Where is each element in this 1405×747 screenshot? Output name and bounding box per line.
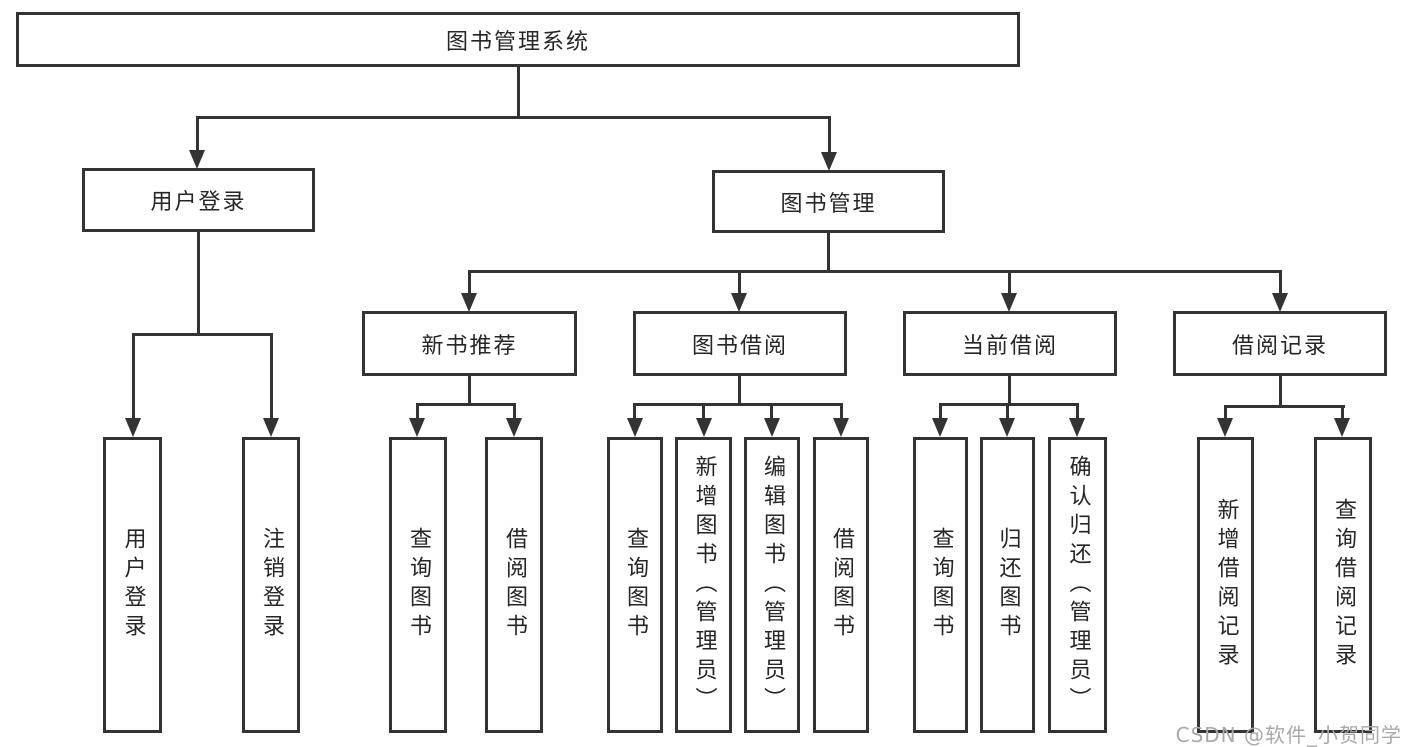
arrow-down-icon [189, 150, 205, 169]
arrow-down-icon [263, 418, 279, 437]
arrow-down-icon [821, 152, 837, 171]
connector-line [633, 403, 843, 406]
connector-line [770, 403, 773, 421]
leaf-query-books-current: 查询图书 [913, 437, 968, 733]
connector-line [416, 403, 516, 406]
leaf-label: 查询图书 [623, 527, 648, 643]
connector-line [738, 376, 741, 406]
connector-line [468, 270, 471, 296]
arrow-down-icon [764, 418, 780, 437]
connector-line [1224, 405, 1345, 408]
connector-line [828, 116, 831, 153]
csdn-watermark: CSDN @软件_小贺同学 [1175, 723, 1402, 747]
leaf-label: 借阅图书 [829, 527, 854, 643]
node-user-login: 用户登录 [82, 168, 315, 232]
connector-line [1008, 270, 1011, 296]
connector-line [1279, 270, 1282, 296]
connector-line [1279, 376, 1282, 408]
arrow-down-icon [932, 418, 948, 437]
connector-line [132, 333, 135, 421]
arrow-down-icon [1272, 293, 1288, 312]
leaf-user-login: 用户登录 [103, 437, 162, 733]
leaf-add-books-admin: 新增图书（管理员） [675, 437, 732, 733]
leaf-confirm-return-admin: 确认归还（管理员） [1048, 437, 1107, 733]
leaf-label: 确认归还（管理员） [1065, 454, 1091, 716]
connector-line [1224, 405, 1227, 421]
leaf-query-books-recommend: 查询图书 [389, 437, 447, 733]
arrow-down-icon [125, 418, 141, 437]
connector-line [633, 403, 636, 421]
node-current-borrow: 当前借阅 [903, 311, 1117, 376]
connector-line [840, 403, 843, 421]
connector-line [939, 403, 1079, 406]
connector-line [1006, 403, 1009, 421]
leaf-borrow-books: 借阅图书 [813, 437, 869, 733]
connector-line [827, 233, 830, 273]
node-root: 图书管理系统 [16, 12, 1020, 67]
connector-line [196, 116, 831, 119]
leaf-label: 用户登录 [120, 527, 146, 643]
connector-line [469, 270, 1282, 273]
connector-line [517, 67, 520, 119]
connector-line [197, 232, 200, 336]
connector-line [132, 333, 273, 336]
arrow-down-icon [833, 418, 849, 437]
connector-line [1076, 403, 1079, 421]
arrow-down-icon [696, 418, 712, 437]
arrow-down-icon [731, 293, 747, 312]
node-book-management-label: 图书管理 [780, 191, 877, 217]
leaf-label: 新增图书（管理员） [691, 454, 717, 716]
arrow-down-icon [506, 418, 522, 437]
leaf-edit-books-admin: 编辑图书（管理员） [744, 437, 800, 733]
leaf-label: 查询图书 [406, 527, 431, 643]
arrow-down-icon [461, 293, 477, 312]
connector-line [513, 403, 516, 421]
connector-line [702, 403, 705, 421]
leaf-add-borrow-record: 新增借阅记录 [1197, 437, 1254, 733]
connector-line [196, 116, 199, 152]
arrow-down-icon [999, 418, 1015, 437]
leaf-label: 查询借阅记录 [1331, 498, 1356, 672]
node-borrow-records: 借阅记录 [1173, 311, 1387, 376]
node-new-book-recommend: 新书推荐 [362, 311, 577, 376]
arrow-down-icon [409, 418, 425, 437]
arrow-down-icon [627, 418, 643, 437]
node-borrow-records-label: 借阅记录 [1231, 333, 1328, 359]
leaf-label: 查询图书 [928, 527, 954, 643]
connector-line [468, 376, 471, 406]
leaf-label: 编辑图书（管理员） [760, 454, 785, 716]
connector-line [270, 333, 273, 421]
node-book-borrow: 图书借阅 [633, 311, 847, 376]
connector-line [416, 403, 419, 421]
leaf-label: 借阅图书 [502, 527, 527, 643]
leaf-query-books-borrow: 查询图书 [607, 437, 663, 733]
leaf-return-books: 归还图书 [980, 437, 1035, 733]
arrow-down-icon [1001, 293, 1017, 312]
connector-line [1341, 405, 1344, 421]
node-current-borrow-label: 当前借阅 [961, 333, 1058, 359]
leaf-query-borrow-record: 查询借阅记录 [1314, 437, 1372, 733]
node-root-label: 图书管理系统 [445, 29, 590, 55]
leaf-logout: 注销登录 [242, 437, 300, 733]
connector-line [1008, 376, 1011, 406]
connector-line [939, 403, 942, 421]
node-book-management: 图书管理 [712, 170, 945, 233]
leaf-label: 新增借阅记录 [1213, 498, 1239, 672]
leaf-label: 归还图书 [995, 527, 1021, 643]
arrow-down-icon [1217, 418, 1233, 437]
connector-line [738, 270, 741, 296]
node-new-book-recommend-label: 新书推荐 [421, 333, 518, 359]
leaf-label: 注销登录 [259, 527, 284, 643]
node-book-borrow-label: 图书借阅 [691, 333, 788, 359]
arrow-down-icon [1069, 418, 1085, 437]
arrow-down-icon [1334, 418, 1350, 437]
node-user-login-label: 用户登录 [150, 190, 247, 215]
leaf-borrow-books-recommend: 借阅图书 [485, 437, 543, 733]
